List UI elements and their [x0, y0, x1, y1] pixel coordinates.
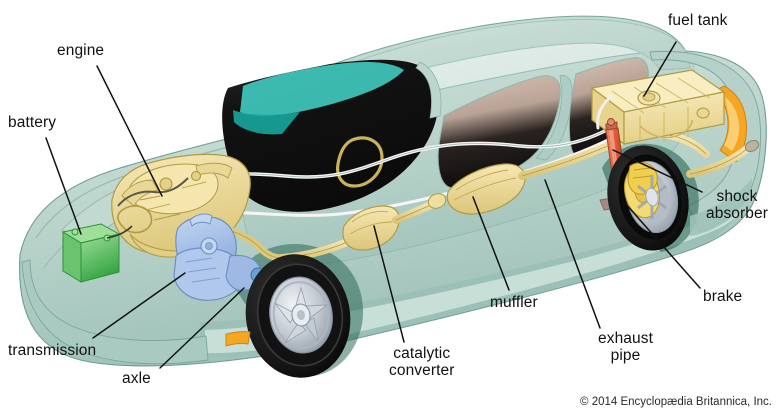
b-pillar: [535, 75, 573, 161]
axle-leader: [159, 287, 245, 369]
catalytic-converter: [342, 205, 400, 251]
label-axle: axle: [122, 370, 151, 387]
engine-detail-lines: [139, 181, 207, 221]
fuel-tank-side: [623, 91, 725, 145]
catalytic-converter-leader: [373, 225, 405, 343]
copyright-credit: © 2014 Encyclopædia Britannica, Inc.: [580, 396, 772, 408]
label-fuel-tank: fuel tank: [668, 12, 728, 29]
label-engine: engine: [57, 42, 105, 59]
front-rim-lip: [272, 281, 330, 349]
engine-pulley-2: [191, 171, 201, 181]
front-side-window: [437, 75, 561, 189]
front-wheel-assembly[interactable]: [236, 246, 360, 386]
muffler: [446, 163, 526, 215]
engine-valve-cover-right: [195, 162, 233, 179]
exhaust-tip: [744, 139, 760, 153]
front-marker-lamp: [225, 331, 251, 347]
label-exhaust-pipe: exhaust pipe: [598, 330, 653, 364]
engine-exhaust-downpipe-outline: [221, 227, 283, 259]
exhaust-resonator: [427, 193, 447, 209]
front-wheel-center-cap-inner: [296, 310, 306, 320]
fuel-tank-strap: [639, 119, 693, 139]
battery-terminal-negative: [71, 228, 79, 236]
windshield-teal-lower: [233, 110, 300, 135]
muffler-leader: [472, 196, 510, 291]
engine-accessory-belt: [117, 205, 153, 234]
rear-wheel-center-cap: [645, 187, 659, 207]
exhaust-pipe-leader: [544, 179, 601, 329]
transmission-boss-inner: [205, 242, 213, 250]
fuel-tank-leader: [643, 41, 677, 97]
windshield-teal-reflection: [240, 62, 404, 116]
a-pillar: [415, 61, 442, 119]
label-brake: brake: [703, 288, 743, 305]
label-shock-absorber: shock absorber: [706, 188, 768, 222]
battery-leader: [45, 137, 82, 235]
transmission-ribs: [185, 257, 221, 283]
shock-top-bolt: [607, 118, 615, 126]
steering-wheel: [336, 136, 384, 188]
front-bumper: [21, 259, 209, 365]
fuel-tank[interactable]: [590, 69, 726, 146]
brake-caliper-detail: [632, 167, 652, 179]
tail-lamp-inner: [724, 97, 740, 151]
battery-cable: [106, 225, 133, 239]
engine-leader: [96, 65, 163, 197]
brake-leader: [624, 202, 701, 289]
label-battery: battery: [8, 114, 57, 131]
catalytic-converter-seam: [349, 211, 393, 235]
fuel-tank-vent: [696, 107, 710, 119]
engine-air-hose: [117, 177, 189, 207]
transmission-mount: [189, 213, 213, 227]
brake-caliper: [627, 162, 658, 195]
muffler-seam: [453, 169, 517, 201]
label-catalytic-converter: catalytic converter: [389, 345, 455, 379]
leader-lines-group: [45, 41, 703, 369]
label-transmission: transmission: [8, 342, 97, 359]
fuel-pickup-line: [596, 94, 614, 130]
shock-absorber-leader: [612, 149, 703, 193]
battery[interactable]: [61, 223, 133, 283]
transmission-leader: [92, 272, 186, 339]
rear-valance: [690, 178, 752, 236]
label-muffler: muffler: [490, 294, 538, 311]
fuel-filler-cap: [642, 92, 656, 102]
exhaust-tail-outline: [689, 147, 749, 175]
engine-pulley: [159, 177, 173, 191]
